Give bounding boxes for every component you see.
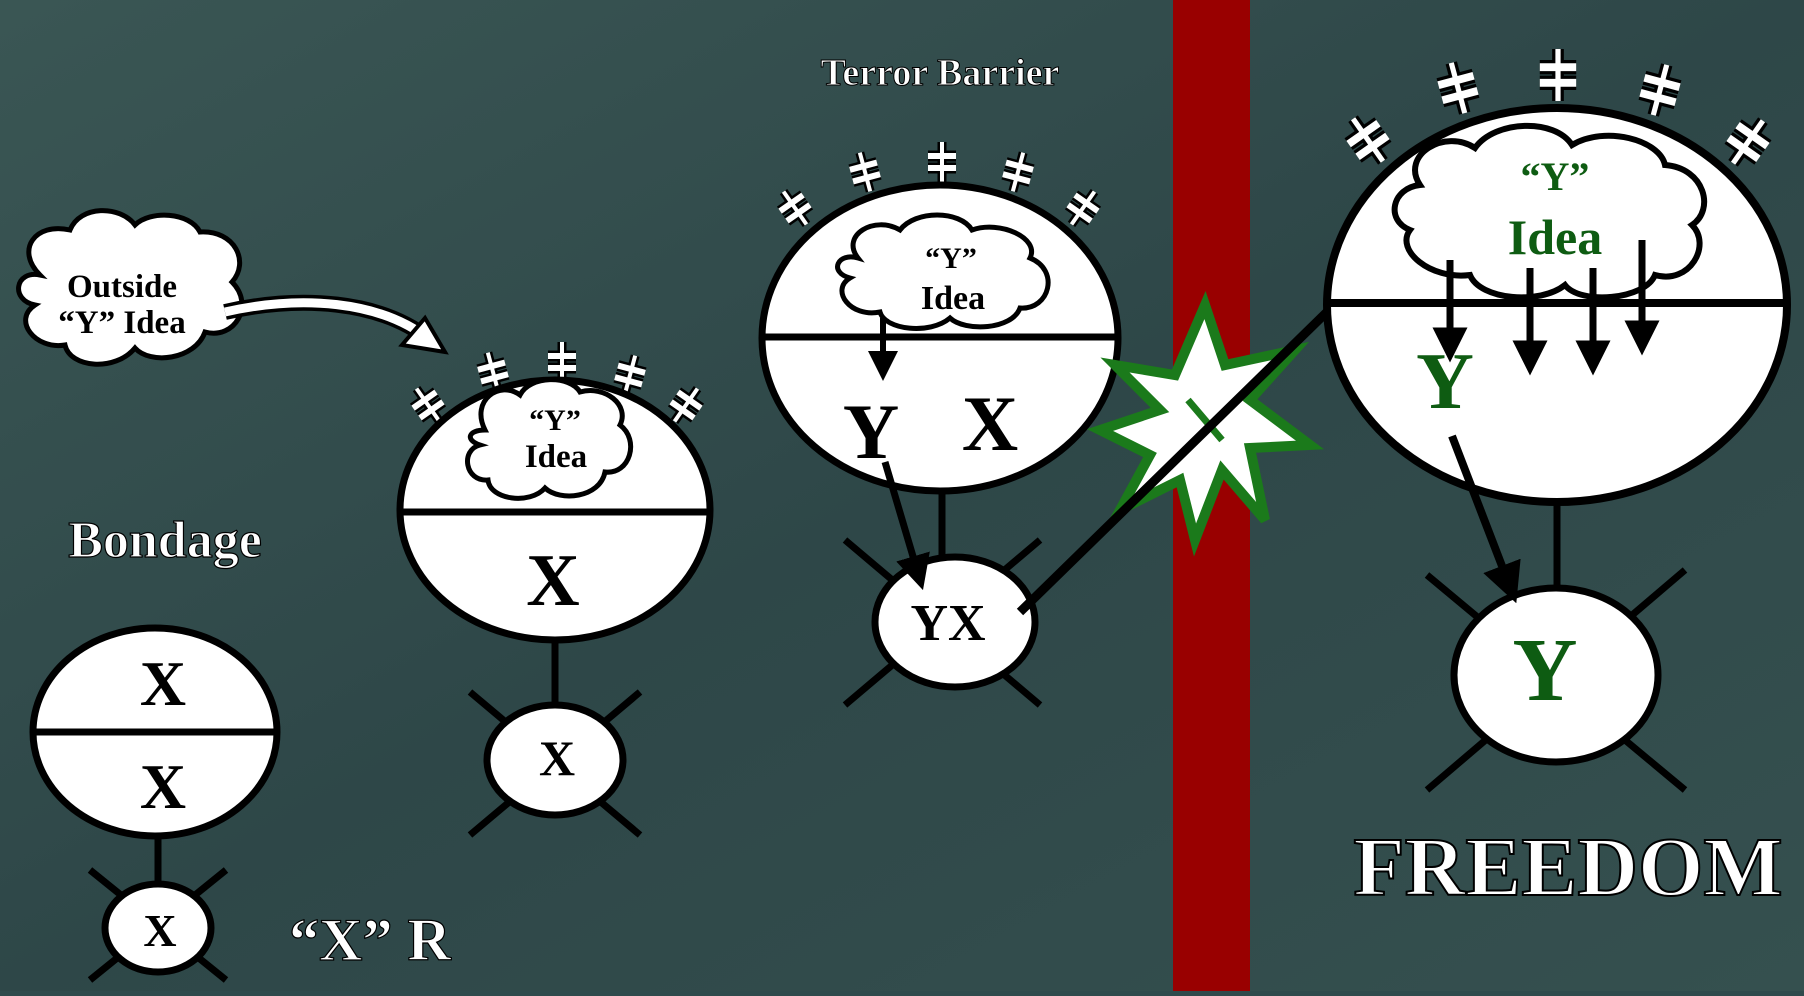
stage1-conscious-text: X: [140, 648, 186, 719]
stage3-idea-cloud: [835, 212, 1051, 331]
stage4-idea-cloud: [1391, 122, 1708, 301]
stage4-subconscious-text: Y: [1416, 338, 1474, 426]
terror-barrier-label: Terror Barrier: [821, 52, 1060, 94]
stage3-body: YX: [842, 537, 1043, 708]
bondage-label: Bondage: [68, 512, 262, 569]
stage4-idea-line1: “Y”: [1521, 154, 1590, 199]
stage3-body-text: YX: [910, 595, 985, 652]
stage3-idea-line1: “Y”: [925, 242, 977, 275]
stage2-mind: “Y” Idea X: [396, 376, 714, 644]
outside-idea-line1: Outside: [67, 269, 177, 305]
stage1-subconscious-text: X: [140, 751, 186, 822]
breakthrough-arrow: [1016, 253, 1387, 616]
stage2-idea-cloud: [465, 377, 634, 501]
outside-idea-arrow: [223, 294, 449, 355]
stage3-idea-line2: Idea: [921, 280, 985, 317]
x-result-label: “X” R: [289, 907, 451, 973]
stage2-idea-line2: Idea: [525, 439, 587, 475]
stage3-y-to-body-arrow: [881, 461, 930, 591]
stage1-body-text: X: [143, 905, 176, 956]
stage3-sub-x-text: X: [962, 380, 1018, 467]
stage2-body-text: X: [539, 730, 575, 786]
stage4-body: Y: [1424, 567, 1688, 793]
stage4-body-text: Y: [1513, 621, 1578, 720]
stage1-mind: X X: [29, 624, 281, 840]
stage4-idea-line2: Idea: [1508, 209, 1602, 265]
stage3-sub-y-text: Y: [843, 388, 899, 475]
stage2-subconscious-text: X: [526, 540, 579, 622]
stage3-mind: “Y” Idea Y X: [758, 181, 1122, 495]
stage4-mind: “Y” Idea Y: [1323, 104, 1791, 506]
outside-idea-line2: “Y” Idea: [58, 305, 185, 341]
stage1-body: X: [87, 867, 229, 983]
stage4-y-to-body-arrow: [1448, 434, 1521, 604]
stage2-body: X: [467, 689, 643, 838]
freedom-label: FREEDOM: [1353, 821, 1782, 914]
stage2-idea-line1: “Y”: [529, 404, 581, 437]
